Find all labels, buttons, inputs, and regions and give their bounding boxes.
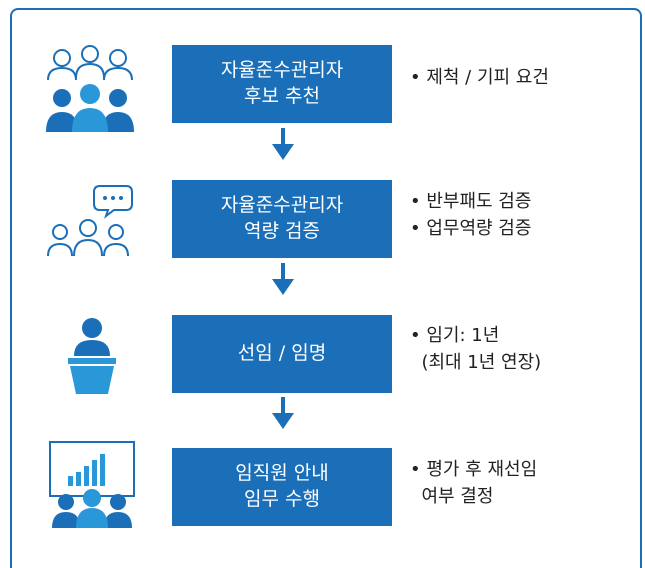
note-line: (최대 1년 연장): [410, 352, 542, 373]
step-box-line: 자율준수관리자: [220, 59, 344, 82]
candidate-recommendation-icon: [46, 45, 134, 132]
step-box-mission-performance: 임직원 안내 임무 수행: [172, 448, 392, 526]
note-line: • 평가 후 재선임: [410, 459, 538, 480]
down-arrow-icon: [272, 397, 294, 429]
note-reappointment: • 평가 후 재선임 여부 결정: [410, 456, 537, 510]
step-box-line: 자율준수관리자: [220, 194, 344, 217]
diagram-frame: [10, 8, 642, 568]
note-line: • 임기: 1년: [410, 325, 500, 346]
step-box-line: 선임 / 임명: [237, 342, 327, 365]
note-line: 여부 결정: [410, 486, 494, 507]
step-box-line: 역량 검증: [244, 220, 320, 242]
step-box-candidate-recommendation: 자율준수관리자 후보 추천: [172, 45, 392, 123]
note-line: • 제척 / 기피 요건: [410, 67, 549, 88]
competency-verification-icon: [47, 185, 133, 257]
note-line: • 업무역량 검증: [410, 218, 532, 239]
note-term: • 임기: 1년 (최대 1년 연장): [410, 322, 541, 376]
note-line: • 반부패도 검증: [410, 191, 532, 212]
step-box-line: 임무 수행: [244, 488, 320, 510]
step-box-competency-verification: 자율준수관리자 역량 검증: [172, 180, 392, 258]
down-arrow-icon: [272, 128, 294, 160]
step-box-line: 임직원 안내: [235, 462, 329, 485]
note-exclusion-requirements: • 제척 / 기피 요건: [410, 64, 549, 91]
step-box-line: 후보 추천: [244, 85, 320, 107]
presentation-audience-icon: [49, 441, 135, 528]
note-verification-items: • 반부패도 검증 • 업무역량 검증: [410, 188, 531, 242]
appointment-podium-icon: [68, 318, 116, 394]
down-arrow-icon: [272, 263, 294, 295]
step-box-appointment: 선임 / 임명: [172, 315, 392, 393]
